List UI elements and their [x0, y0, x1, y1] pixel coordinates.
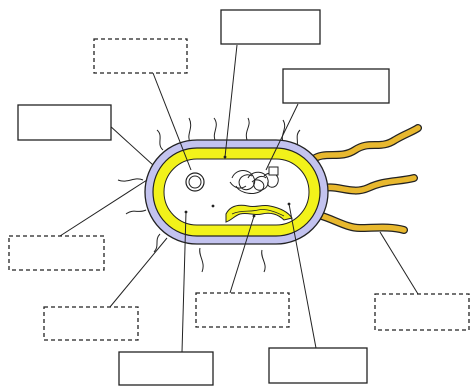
label-top-center[interactable]: [220, 9, 321, 45]
label-bottom-right-dashed[interactable]: [374, 293, 470, 331]
mesosome: [225, 204, 293, 223]
pili: [117, 117, 301, 273]
plasmid: [185, 172, 205, 192]
label-left-upper[interactable]: [17, 104, 112, 141]
label-bottom-center-dashed[interactable]: [195, 292, 290, 328]
label-top-right[interactable]: [282, 68, 390, 104]
nucleoid-dna: [229, 166, 279, 194]
label-boxes: [8, 9, 470, 386]
label-top-left-dashed[interactable]: [93, 38, 188, 74]
label-bottom-center-right[interactable]: [268, 347, 368, 384]
label-bottom-left-dashed[interactable]: [43, 306, 139, 341]
leader-lines: [59, 44, 419, 353]
label-left-dashed[interactable]: [8, 235, 105, 271]
label-bottom-left[interactable]: [118, 351, 214, 386]
